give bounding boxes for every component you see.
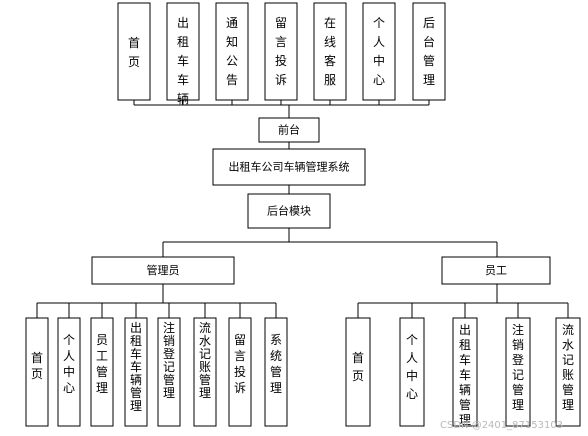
system-title-box: 出租车公司车辆管理系统 bbox=[212, 148, 366, 186]
frontend-module-3: 通知公告 bbox=[215, 2, 249, 101]
employee-role-box-label: 员工 bbox=[485, 264, 507, 277]
frontend-module-1: 首页 bbox=[117, 2, 151, 101]
employee-module-4-frame bbox=[505, 317, 531, 427]
frontend-module-5: 在线客服 bbox=[313, 2, 347, 101]
employee-role-box-frame bbox=[441, 256, 551, 285]
frontend-module-3-label: 通知公告 bbox=[226, 16, 238, 87]
employee-module-4-label: 注销登记管理 bbox=[512, 322, 524, 412]
watermark-text: CSDN @2401_87153103 bbox=[440, 420, 563, 431]
frontend-module-6-label: 个人中心 bbox=[373, 16, 385, 87]
admin-module-2-label: 个人中心 bbox=[63, 333, 75, 395]
frontend-module-2-label: 出租车车辆 bbox=[177, 16, 189, 106]
admin-module-6-label: 流水记账管理 bbox=[199, 321, 211, 400]
admin-module-7: 留言投诉 bbox=[228, 317, 252, 427]
frontend-module-2-frame bbox=[166, 2, 200, 101]
frontend-box-label: 前台 bbox=[278, 123, 300, 137]
admin-module-4-label: 出租车车辆管理 bbox=[130, 321, 142, 413]
admin-module-3-label: 员工管理 bbox=[96, 333, 108, 395]
employee-module-5-frame bbox=[555, 317, 581, 427]
admin-role-box-frame bbox=[91, 256, 235, 285]
frontend-module-4-frame bbox=[264, 2, 298, 101]
backend-box-label: 后台模块 bbox=[267, 204, 311, 218]
employee-module-3-frame bbox=[452, 317, 478, 427]
frontend-box: 前台 bbox=[258, 117, 320, 143]
system-title-box-label: 出租车公司车辆管理系统 bbox=[229, 160, 350, 174]
frontend-module-2: 出租车车辆 bbox=[166, 2, 200, 106]
employee-role-box: 员工 bbox=[441, 256, 551, 285]
frontend-module-4-label: 留言投诉 bbox=[275, 16, 287, 87]
backend-box: 后台模块 bbox=[247, 193, 331, 229]
frontend-module-4: 留言投诉 bbox=[264, 2, 298, 101]
admin-module-8-label: 系统管理 bbox=[270, 333, 282, 395]
admin-module-8-frame bbox=[264, 317, 288, 427]
frontend-module-1-label: 首页 bbox=[128, 36, 140, 69]
diagram-nodes: 首页出租车车辆通知公告留言投诉在线客服个人中心后台管理前台出租车公司车辆管理系统… bbox=[25, 2, 581, 427]
admin-module-8: 系统管理 bbox=[264, 317, 288, 427]
admin-module-7-label: 留言投诉 bbox=[234, 333, 246, 395]
employee-module-5-label: 流水记账管理 bbox=[562, 323, 574, 412]
employee-module-2-label: 个人中心 bbox=[406, 333, 418, 401]
frontend-module-5-label: 在线客服 bbox=[324, 16, 336, 87]
admin-module-2-frame bbox=[57, 317, 81, 427]
employee-module-4: 注销登记管理 bbox=[505, 317, 531, 427]
admin-module-6-frame bbox=[193, 317, 217, 427]
frontend-module-7-label: 后台管理 bbox=[423, 16, 435, 87]
employee-module-5: 流水记账管理 bbox=[555, 317, 581, 427]
frontend-module-6: 个人中心 bbox=[362, 2, 396, 101]
employee-module-3-label: 出租车车辆管理 bbox=[459, 323, 471, 427]
admin-module-3-frame bbox=[90, 317, 114, 427]
admin-module-4: 出租车车辆管理 bbox=[124, 317, 148, 427]
employee-module-2-frame bbox=[399, 317, 425, 427]
admin-module-5-label: 注销登记管理 bbox=[163, 320, 175, 400]
admin-module-4-frame bbox=[124, 317, 148, 427]
frontend-module-6-frame bbox=[362, 2, 396, 101]
admin-module-6: 流水记账管理 bbox=[193, 317, 217, 427]
admin-module-1-frame bbox=[25, 317, 49, 427]
employee-module-1: 首页 bbox=[345, 317, 371, 427]
admin-module-5-frame bbox=[157, 317, 181, 427]
frontend-module-1-frame bbox=[117, 2, 151, 101]
frontend-module-3-frame bbox=[215, 2, 249, 101]
admin-module-7-frame bbox=[228, 317, 252, 427]
connector-lines bbox=[36, 100, 569, 318]
employee-module-2: 个人中心 bbox=[399, 317, 425, 427]
frontend-module-7: 后台管理 bbox=[412, 2, 446, 101]
frontend-module-5-frame bbox=[313, 2, 347, 101]
employee-module-1-label: 首页 bbox=[352, 351, 364, 383]
admin-module-1: 首页 bbox=[25, 317, 49, 427]
admin-role-box: 管理员 bbox=[91, 256, 235, 285]
frontend-module-7-frame bbox=[412, 2, 446, 101]
admin-module-2: 个人中心 bbox=[57, 317, 81, 427]
employee-module-1-frame bbox=[345, 317, 371, 427]
backend-box-frame bbox=[247, 193, 331, 229]
admin-module-5: 注销登记管理 bbox=[157, 317, 181, 427]
admin-module-1-label: 首页 bbox=[31, 351, 43, 381]
admin-module-3: 员工管理 bbox=[90, 317, 114, 427]
frontend-box-frame bbox=[258, 117, 320, 143]
admin-role-box-label: 管理员 bbox=[147, 263, 180, 277]
system-title-box-frame bbox=[212, 148, 366, 186]
employee-module-3: 出租车车辆管理 bbox=[452, 317, 478, 427]
